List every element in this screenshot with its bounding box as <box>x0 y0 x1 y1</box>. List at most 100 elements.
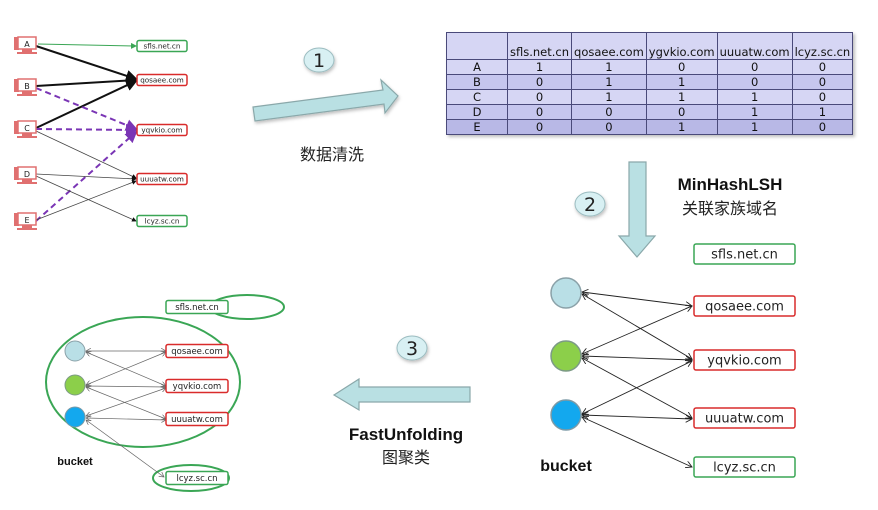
column-header: ygvkio.com <box>645 32 718 60</box>
table-cell: 0 <box>571 119 647 135</box>
edge-c-qosaee <box>35 79 138 129</box>
step1-edges <box>35 42 138 222</box>
step3-badge: 3 <box>396 335 428 361</box>
cluster-node-lightblue <box>64 340 86 362</box>
step2-number: 2 <box>584 194 596 216</box>
row-header: E <box>446 119 508 135</box>
computer-label: D <box>24 170 30 179</box>
domain-label: qosaee.com <box>705 300 784 315</box>
step3-domain-yqvkio-com: yqvkio.com <box>165 378 229 394</box>
row-header: C <box>446 89 508 105</box>
step3-domain-qosaee-com: qosaee.com <box>165 343 229 359</box>
computer-label: C <box>24 124 30 133</box>
step1-domain-sfls-net-cn: sfls.net.cn <box>136 39 188 53</box>
computer-icon: A <box>14 36 37 54</box>
edge-b-qosaee <box>35 74 138 87</box>
computer-icon: C <box>14 120 37 138</box>
edge-c-uuuatw <box>35 130 137 179</box>
edge-d-uuuatw <box>35 173 137 182</box>
table-row: D 0 0 0 1 1 <box>446 104 854 120</box>
step1-number: 1 <box>313 50 325 72</box>
domain-label: uuuatw.com <box>171 415 223 425</box>
step1-domain-uuuatw-com: uuuatw.com <box>136 172 188 186</box>
table-row: C 0 1 1 1 0 <box>446 89 854 105</box>
step1-caption: 数据清洗 <box>300 145 364 164</box>
column-header: uuuatw.com <box>716 32 793 60</box>
step1-domain-qosaee-com: qosaee.com <box>136 73 188 87</box>
domain-label: yqvkio.com <box>173 382 222 392</box>
computer-icon: D <box>14 166 37 184</box>
column-header: sfls.net.cn <box>506 32 573 60</box>
table-row: A 1 1 0 0 0 <box>446 59 854 75</box>
table-cell: 0 <box>506 104 573 120</box>
step2-domain-sfls-net-cn: sfls.net.cn <box>693 243 796 265</box>
table-cell: 0 <box>791 59 854 75</box>
table-cell: 0 <box>791 74 854 90</box>
arrow-step1-icon <box>252 78 399 122</box>
table-cell: 0 <box>791 89 854 105</box>
cluster-node-blue <box>64 406 86 428</box>
step2-title: MinHashLSH <box>678 175 783 194</box>
table-row: E 0 0 1 1 0 <box>446 119 854 135</box>
cluster-ellipse-lcyz <box>152 464 230 492</box>
bucket-node-lightblue <box>550 277 582 309</box>
table-cell: 1 <box>571 89 647 105</box>
row-header: B <box>446 74 508 90</box>
row-header: A <box>446 59 508 75</box>
step3-number: 3 <box>406 338 418 360</box>
table-corner-cell <box>446 32 508 60</box>
domain-matrix-table: sfls.net.cn qosaee.com ygvkio.com uuuatw… <box>446 32 854 135</box>
table-cell: 0 <box>645 104 718 120</box>
domain-label: sfls.net.cn <box>144 42 181 51</box>
domain-label: uuuatw.com <box>140 175 184 184</box>
edge-e-uuuatw <box>35 180 137 221</box>
step3-title: FastUnfolding <box>349 425 463 444</box>
step2-caption: 关联家族域名 <box>682 199 778 218</box>
table-cell: 0 <box>716 74 793 90</box>
step3-bucket-label: bucket <box>57 456 93 468</box>
step3-domains: sfls.net.cn qosaee.com yqvkio.com uuuatw.co… <box>165 299 229 486</box>
table-cell: 1 <box>571 59 647 75</box>
computer-icon: B <box>14 78 37 96</box>
edge-c-yqvkio <box>35 123 138 136</box>
domain-label: uuuatw.com <box>705 412 784 427</box>
table-cell: 0 <box>716 59 793 75</box>
edge-e-yqvkio <box>35 130 138 222</box>
table-cell: 1 <box>506 59 573 75</box>
table-cell: 0 <box>645 59 718 75</box>
step3-edges <box>86 351 166 477</box>
step1-domains: sfls.net.cn qosaee.com yqvkio.com uuuatw.co… <box>136 39 188 228</box>
table-cell: 1 <box>716 89 793 105</box>
computer-icon: E <box>14 212 37 230</box>
cluster-node-green <box>64 374 86 396</box>
computer-label: B <box>24 82 30 91</box>
table-row: B 0 1 1 0 0 <box>446 74 854 90</box>
table-header-row: sfls.net.cn qosaee.com ygvkio.com uuuatw… <box>446 32 854 60</box>
step2-domain-uuuatw-com: uuuatw.com <box>693 407 796 429</box>
domain-label: sfls.net.cn <box>175 303 219 313</box>
domain-label: qosaee.com <box>171 347 223 357</box>
domain-label: yqvkio.com <box>707 354 781 369</box>
table-cell: 1 <box>791 104 854 120</box>
arrow-step3-icon <box>332 377 471 412</box>
table-cell: 1 <box>716 104 793 120</box>
domain-label: yqvkio.com <box>141 126 182 135</box>
column-header: lcyz.sc.cn <box>791 32 854 60</box>
computer-label: E <box>24 216 29 225</box>
domain-label: qosaee.com <box>140 76 184 85</box>
domain-label: lcyz.sc.cn <box>713 461 776 476</box>
table-cell: 1 <box>645 74 718 90</box>
step2-domain-lcyz-sc-cn: lcyz.sc.cn <box>693 456 796 478</box>
table-cell: 1 <box>571 74 647 90</box>
step2-bucket-label: bucket <box>540 458 592 475</box>
step2-domain-yqvkio-com: yqvkio.com <box>693 349 796 371</box>
step2-domain-qosaee-com: qosaee.com <box>693 295 796 317</box>
step3-domain-lcyz-sc-cn: lcyz.sc.cn <box>165 470 229 486</box>
step3-domain-sfls-net-cn: sfls.net.cn <box>165 299 229 315</box>
edge-a-sfls <box>37 42 137 49</box>
table-cell: 0 <box>571 104 647 120</box>
step1-computers: A B C D E <box>14 36 37 230</box>
edge-a-qosaee <box>35 45 138 82</box>
table-cell: 0 <box>506 119 573 135</box>
